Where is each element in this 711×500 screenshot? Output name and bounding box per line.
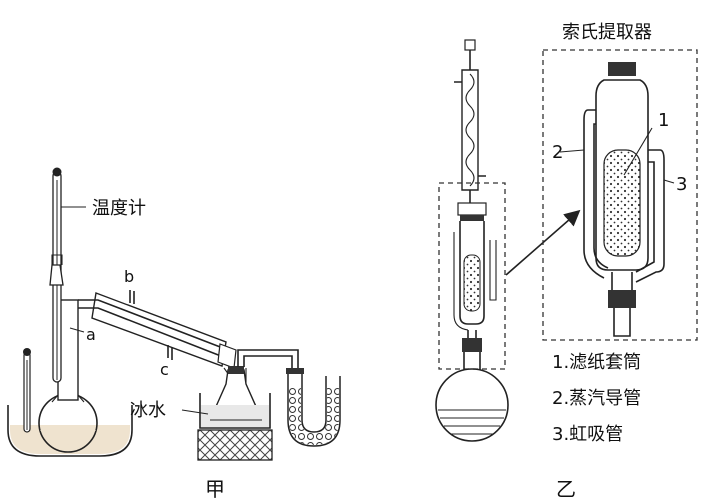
part1-leader <box>623 127 653 176</box>
thermometer <box>49 167 64 383</box>
support-block <box>197 429 273 461</box>
legend-item-3: 3.虹吸管 <box>552 424 623 445</box>
soxhlet-extractor-enlarged <box>583 62 665 337</box>
ice-water-leader <box>181 409 209 415</box>
reflux-condenser <box>454 39 486 205</box>
distillation-flask <box>38 299 98 453</box>
label-b: b <box>124 267 134 286</box>
condenser <box>78 290 237 369</box>
ice-water-label: 冰水 <box>130 400 166 421</box>
label-a: a <box>86 325 96 344</box>
zoom-arrow <box>505 209 581 276</box>
label-c: c <box>160 360 169 379</box>
soxhlet-title: 索氏提取器 <box>562 22 652 43</box>
enlarged-view-box <box>542 49 698 341</box>
part2-number: 2 <box>552 142 563 163</box>
label-a-leader <box>69 327 85 333</box>
ice-water-bath <box>199 393 271 429</box>
figure-label-jia: 甲 <box>205 477 225 500</box>
legend-item-1: 1.滤纸套筒 <box>552 352 641 373</box>
connecting-tube <box>237 349 299 370</box>
distillation-apparatus: 温度计 a b c 冰水 <box>7 167 341 500</box>
legend-item-2: 2.蒸汽导管 <box>552 388 641 409</box>
part3-leader <box>663 179 675 184</box>
part1-number: 1 <box>658 110 669 131</box>
part2-leader <box>559 149 585 153</box>
figure-label-yi: 乙 <box>556 477 576 500</box>
round-bottom-flask <box>435 352 509 442</box>
thermometer-label: 温度计 <box>92 198 146 219</box>
part3-number: 3 <box>676 174 687 195</box>
soxhlet-apparatus: 索氏提取器 2 1 3 1.滤纸套筒 2.蒸汽导管 3.虹吸管 乙 <box>435 22 698 500</box>
bath-thermometer <box>23 348 31 433</box>
soxhlet-extractor-small <box>453 202 497 352</box>
u-tube <box>286 368 341 447</box>
